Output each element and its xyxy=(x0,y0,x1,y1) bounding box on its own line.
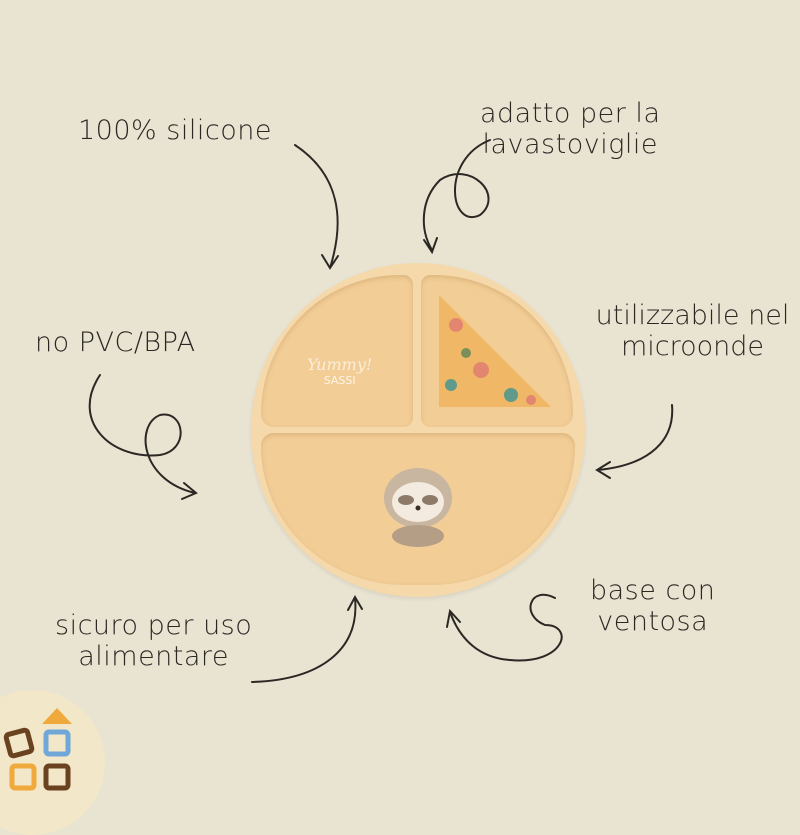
feature-no-pvc: no PVC/BPA xyxy=(35,327,196,358)
arrows xyxy=(88,139,674,683)
arrow-microwave xyxy=(595,404,674,479)
feature-suction-line2: ventosa xyxy=(597,606,709,637)
feature-suction-line1: base con xyxy=(590,575,716,606)
feature-suction: base con ventosa xyxy=(590,575,715,637)
feature-microwave-line2: microonde xyxy=(620,331,765,362)
sloth-illustration-icon xyxy=(384,468,452,547)
arrow-dishwasher xyxy=(422,139,491,255)
building-blocks-logo-icon xyxy=(3,708,72,791)
feature-food-safe: sicuro per uso alimentare xyxy=(55,610,252,672)
feature-dishwasher: adatto per la lavastoviglie xyxy=(480,98,660,160)
feature-food-safe-line1: sicuro per uso xyxy=(55,610,253,641)
arrow-silicone xyxy=(294,144,339,270)
feature-microwave-line1: utilizzabile nel xyxy=(595,300,790,331)
plate-script-text: Yummy! xyxy=(307,355,373,374)
plate-section-floral xyxy=(421,275,573,427)
arrow-no-pvc xyxy=(88,374,198,500)
feature-dishwasher-line2: lavastoviglie xyxy=(482,129,659,160)
feature-food-safe-line2: alimentare xyxy=(78,641,230,672)
floral-pattern-icon xyxy=(439,295,551,407)
arrow-suction xyxy=(446,593,563,662)
suction-plate: Yummy! SASSI xyxy=(251,263,585,597)
arrow-food-safe xyxy=(251,594,363,683)
plate-brand: Yummy! SASSI xyxy=(307,355,372,387)
feature-dishwasher-line1: adatto per la xyxy=(480,98,661,129)
plate-brand-name: SASSI xyxy=(323,374,356,387)
feature-silicone: 100% silicone xyxy=(78,115,272,146)
feature-microwave: utilizzabile nel microonde xyxy=(590,300,795,362)
